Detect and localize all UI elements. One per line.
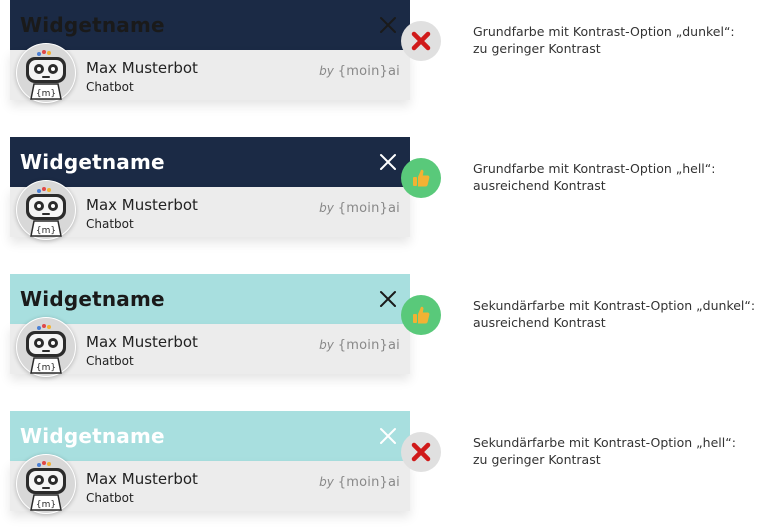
chat-widget-preview: Widgetname [10, 0, 410, 103]
bot-subtitle: Chatbot [86, 491, 134, 505]
chat-widget-preview: Widgetname [10, 274, 410, 377]
contrast-example: Widgetname [10, 411, 765, 521]
caption-line-1: Sekundärfarbe mit Kontrast-Option „dunke… [473, 298, 756, 313]
cross-icon [401, 21, 441, 61]
brand-by: by [319, 475, 334, 489]
bot-name: Max Musterbot [86, 333, 198, 351]
bot-avatar: {m} [16, 43, 76, 103]
caption-line-2: zu geringer Kontrast [473, 452, 601, 467]
close-icon[interactable] [378, 152, 398, 172]
widget-agent-bar: {m} Max Musterbot Chatbot by {moin}ai [10, 454, 410, 514]
moin-ai-logo: by {moin}ai [319, 201, 400, 216]
avatar-label: {m} [36, 226, 56, 236]
bot-avatar: {m} [16, 180, 76, 240]
widget-title: Widgetname [20, 424, 165, 448]
avatar-label: {m} [36, 363, 56, 373]
avatar-label: {m} [36, 500, 56, 510]
moin-ai-logo: by {moin}ai [319, 475, 400, 490]
caption-line-2: zu geringer Kontrast [473, 41, 601, 56]
bot-subtitle: Chatbot [86, 80, 134, 94]
widget-header: Widgetname [10, 274, 410, 324]
bot-subtitle: Chatbot [86, 217, 134, 231]
example-caption: Sekundärfarbe mit Kontrast-Option „dunke… [473, 297, 765, 331]
bot-name: Max Musterbot [86, 59, 198, 77]
widget-agent-bar: {m} Max Musterbot Chatbot by {moin}ai [10, 317, 410, 377]
widget-header: Widgetname [10, 137, 410, 187]
brand-logo-text: {moin}ai [337, 475, 400, 490]
widget-agent-bar: {m} Max Musterbot Chatbot by {moin}ai [10, 180, 410, 240]
caption-line-1: Sekundärfarbe mit Kontrast-Option „hell“… [473, 435, 736, 450]
bot-subtitle: Chatbot [86, 354, 134, 368]
close-icon[interactable] [378, 426, 398, 446]
caption-line-1: Grundfarbe mit Kontrast-Option „hell“: [473, 161, 716, 176]
avatar-label: {m} [36, 89, 56, 99]
example-caption: Grundfarbe mit Kontrast-Option „dunkel“:… [473, 23, 765, 57]
close-icon[interactable] [378, 15, 398, 35]
brand-by: by [319, 64, 334, 78]
caption-line-2: ausreichend Kontrast [473, 315, 606, 330]
brand-logo-text: {moin}ai [337, 201, 400, 216]
thumbs-up-icon [401, 295, 441, 335]
chat-widget-preview: Widgetname [10, 411, 410, 514]
bot-name: Max Musterbot [86, 196, 198, 214]
bot-avatar: {m} [16, 454, 76, 514]
widget-title: Widgetname [20, 150, 165, 174]
moin-ai-logo: by {moin}ai [319, 64, 400, 79]
brand-logo-text: {moin}ai [337, 64, 400, 79]
cross-icon [401, 432, 441, 472]
widget-agent-bar: {m} Max Musterbot Chatbot by {moin}ai [10, 43, 410, 103]
thumbs-up-icon [401, 158, 441, 198]
bot-avatar: {m} [16, 317, 76, 377]
brand-by: by [319, 338, 334, 352]
example-caption: Grundfarbe mit Kontrast-Option „hell“: a… [473, 160, 765, 194]
caption-line-1: Grundfarbe mit Kontrast-Option „dunkel“: [473, 24, 735, 39]
brand-logo-text: {moin}ai [337, 338, 400, 353]
contrast-example: Widgetname [10, 274, 765, 384]
contrast-example: Widgetname [10, 0, 765, 110]
widget-header: Widgetname [10, 411, 410, 461]
example-caption: Sekundärfarbe mit Kontrast-Option „hell“… [473, 434, 765, 468]
widget-title: Widgetname [20, 13, 165, 37]
moin-ai-logo: by {moin}ai [319, 338, 400, 353]
caption-line-2: ausreichend Kontrast [473, 178, 606, 193]
close-icon[interactable] [378, 289, 398, 309]
bot-name: Max Musterbot [86, 470, 198, 488]
brand-by: by [319, 201, 334, 215]
widget-title: Widgetname [20, 287, 165, 311]
chat-widget-preview: Widgetname [10, 137, 410, 240]
contrast-example: Widgetname [10, 137, 765, 247]
widget-header: Widgetname [10, 0, 410, 50]
